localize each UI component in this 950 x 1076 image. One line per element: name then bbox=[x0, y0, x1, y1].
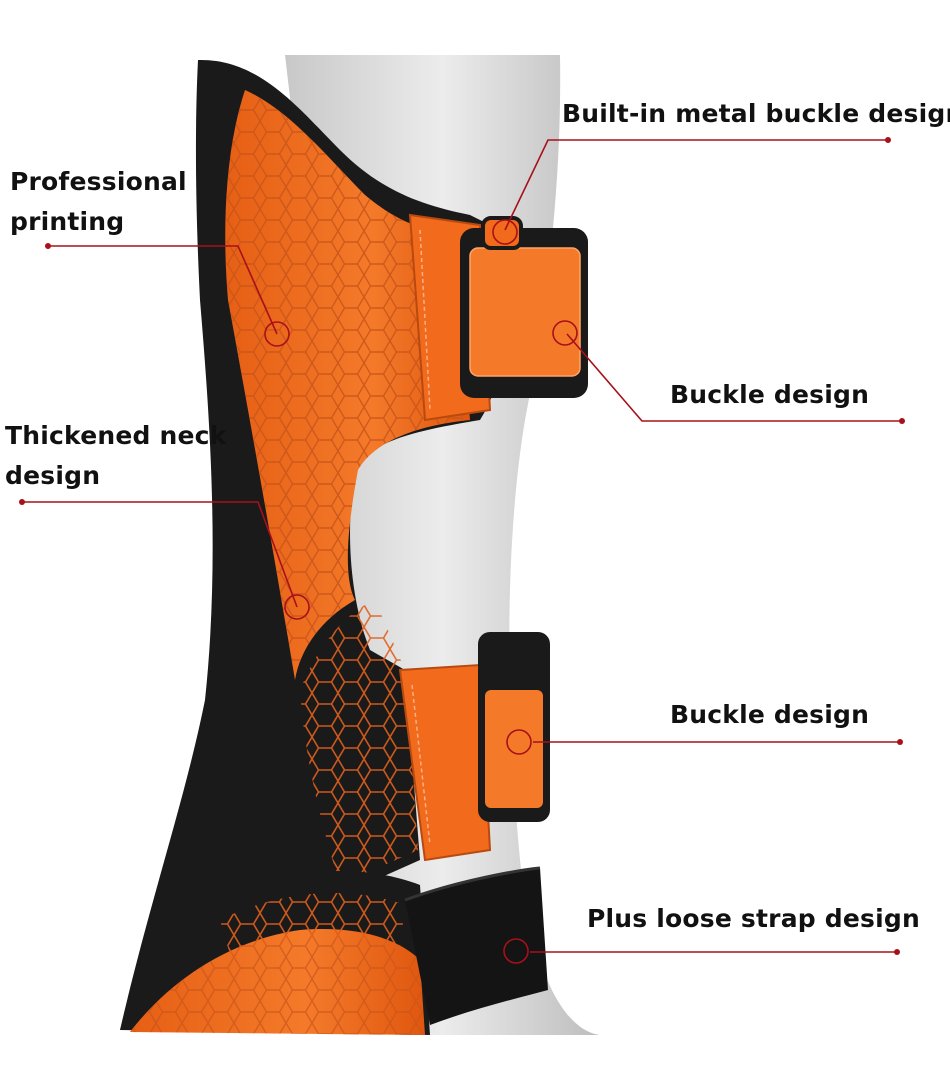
loose-strap bbox=[405, 868, 548, 1025]
callout-marker-buckle-upper bbox=[552, 320, 578, 346]
callout-label-line: Thickened neck bbox=[5, 421, 227, 450]
callout-line-neck bbox=[22, 501, 298, 608]
callout-label-professional-printing: Professional printing bbox=[10, 162, 187, 242]
callout-marker-strap bbox=[503, 938, 529, 964]
callout-label-line: Professional bbox=[10, 167, 187, 196]
callout-label-buckle-lower: Buckle design bbox=[670, 700, 870, 729]
callout-label-line: printing bbox=[10, 207, 125, 236]
callout-line-buckle-upper bbox=[566, 333, 902, 422]
callout-label-buckle-upper: Buckle design bbox=[670, 380, 870, 409]
callout-marker-printing bbox=[264, 321, 290, 347]
callout-marker-buckle-lower bbox=[506, 729, 532, 755]
callout-label-line: design bbox=[5, 461, 101, 490]
callout-marker-neck bbox=[284, 594, 310, 620]
callout-line-printing bbox=[48, 245, 278, 335]
callout-label-loose-strap: Plus loose strap design bbox=[587, 904, 920, 933]
callout-label-metal-buckle: Built-in metal buckle design bbox=[562, 99, 950, 128]
front-strip-lower bbox=[398, 663, 492, 862]
callout-label-thickened-neck: Thickened neck design bbox=[5, 416, 227, 496]
callout-marker-metal-buckle bbox=[492, 219, 518, 245]
callout-line-metal-buckle bbox=[504, 139, 888, 231]
